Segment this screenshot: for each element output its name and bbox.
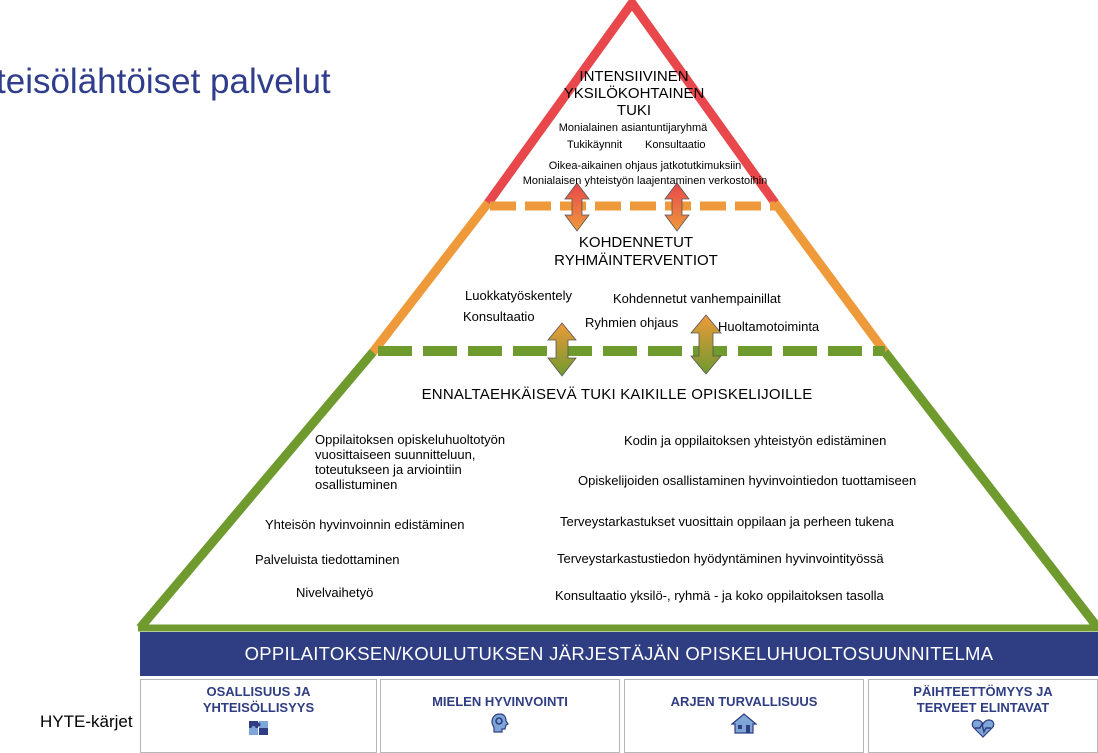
double-arrow-icon (564, 182, 590, 232)
hyte-box-label: ARJEN TURVALLISUUS (670, 694, 818, 709)
bottom-left-item: Yhteisön hyvinvoinnin edistäminen (265, 517, 465, 532)
bottom-right-item: Terveystarkastustiedon hyödyntäminen hyv… (557, 551, 884, 566)
bottom-heading: ENNALTAEHKÄISEVÄ TUKI KAIKILLE OPISKELIJ… (421, 386, 813, 403)
middle-item: Ryhmien ohjaus (585, 315, 679, 330)
middle-item: Konsultaatio (463, 309, 535, 324)
bottom-left-item: Nivelvaihetyö (296, 585, 374, 600)
top-item: Monialainen asiantuntijaryhmä (558, 122, 708, 134)
top-item: Oikea-aikainen ohjaus jatkotutkimuksiin (548, 160, 742, 172)
double-arrow-icon (664, 182, 690, 232)
hyte-box-mielen-hyvinvointi: MIELEN HYVINVOINTI (380, 679, 620, 753)
plan-bar: OPPILAITOKSEN/KOULUTUKSEN JÄRJESTÄJÄN OP… (140, 632, 1098, 676)
hyte-box-label: PÄIHTEETTÖMYYS JA TERVEET ELINTAVAT (913, 684, 1053, 715)
middle-item: Huoltamotoiminta (718, 319, 820, 334)
hyte-box-label: OSALLISUUS JA YHTEISÖLLISYYS (202, 684, 315, 715)
double-arrow-icon (547, 322, 577, 377)
head-gear-icon (491, 713, 509, 733)
middle-item: Luokkatyöskentely (465, 288, 572, 303)
top-heading-line-1: INTENSIIVINEN (579, 68, 689, 85)
top-item: Tukikäynnit (567, 139, 623, 151)
house-icon (731, 713, 757, 734)
pyramid-bottom-edge-left (136, 349, 377, 631)
hyte-box-arjen-turvallisuus: ARJEN TURVALLISUUS (624, 679, 864, 753)
pyramid-bottom-edge-right (881, 349, 1098, 631)
middle-heading-line-1: KOHDENNETUT (578, 234, 694, 251)
double-arrow-icon (690, 314, 722, 375)
middle-heading-line-2: RYHMÄINTERVENTIOT (554, 252, 718, 269)
top-item: Konsultaatio (645, 139, 706, 151)
bottom-left-item: Oppilaitoksen opiskeluhuoltotyön vuositt… (315, 432, 506, 492)
hyte-box-label: MIELEN HYVINVOINTI (432, 694, 568, 709)
bottom-right-item: Konsultaatio yksilö-, ryhmä - ja koko op… (555, 588, 884, 603)
pyramid-middle-edge-right (771, 200, 889, 355)
middle-item: Kohdennetut vanhempainillat (613, 291, 781, 306)
hyte-caption: HYTE-kärjet (40, 712, 133, 731)
pyramid-top-edge (484, 0, 779, 206)
pyramid-middle-edge-left (369, 200, 492, 355)
heart-pulse-icon (971, 719, 995, 738)
hyte-box-osallisuus: OSALLISUUS JA YHTEISÖLLISYYS (140, 679, 377, 753)
page-title: teisölähtöiset palvelut (0, 62, 331, 101)
top-heading-line-3: TUKI (616, 102, 652, 119)
bottom-left-item: Palveluista tiedottaminen (255, 552, 400, 567)
hyte-box-paihteettomyys: PÄIHTEETTÖMYYS JA TERVEET ELINTAVAT (868, 679, 1098, 753)
bottom-right-item: Kodin ja oppilaitoksen yhteistyön edistä… (624, 433, 887, 448)
top-item: Monialaisen yhteistyön laajentaminen ver… (522, 175, 768, 187)
bottom-right-item: Opiskelijoiden osallistaminen hyvinvoint… (578, 473, 917, 488)
top-heading-line-2: YKSILÖKOHTAINEN (563, 85, 705, 102)
puzzle-icon (248, 721, 268, 735)
bottom-right-item: Terveystarkastukset vuosittain oppilaan … (560, 514, 894, 529)
